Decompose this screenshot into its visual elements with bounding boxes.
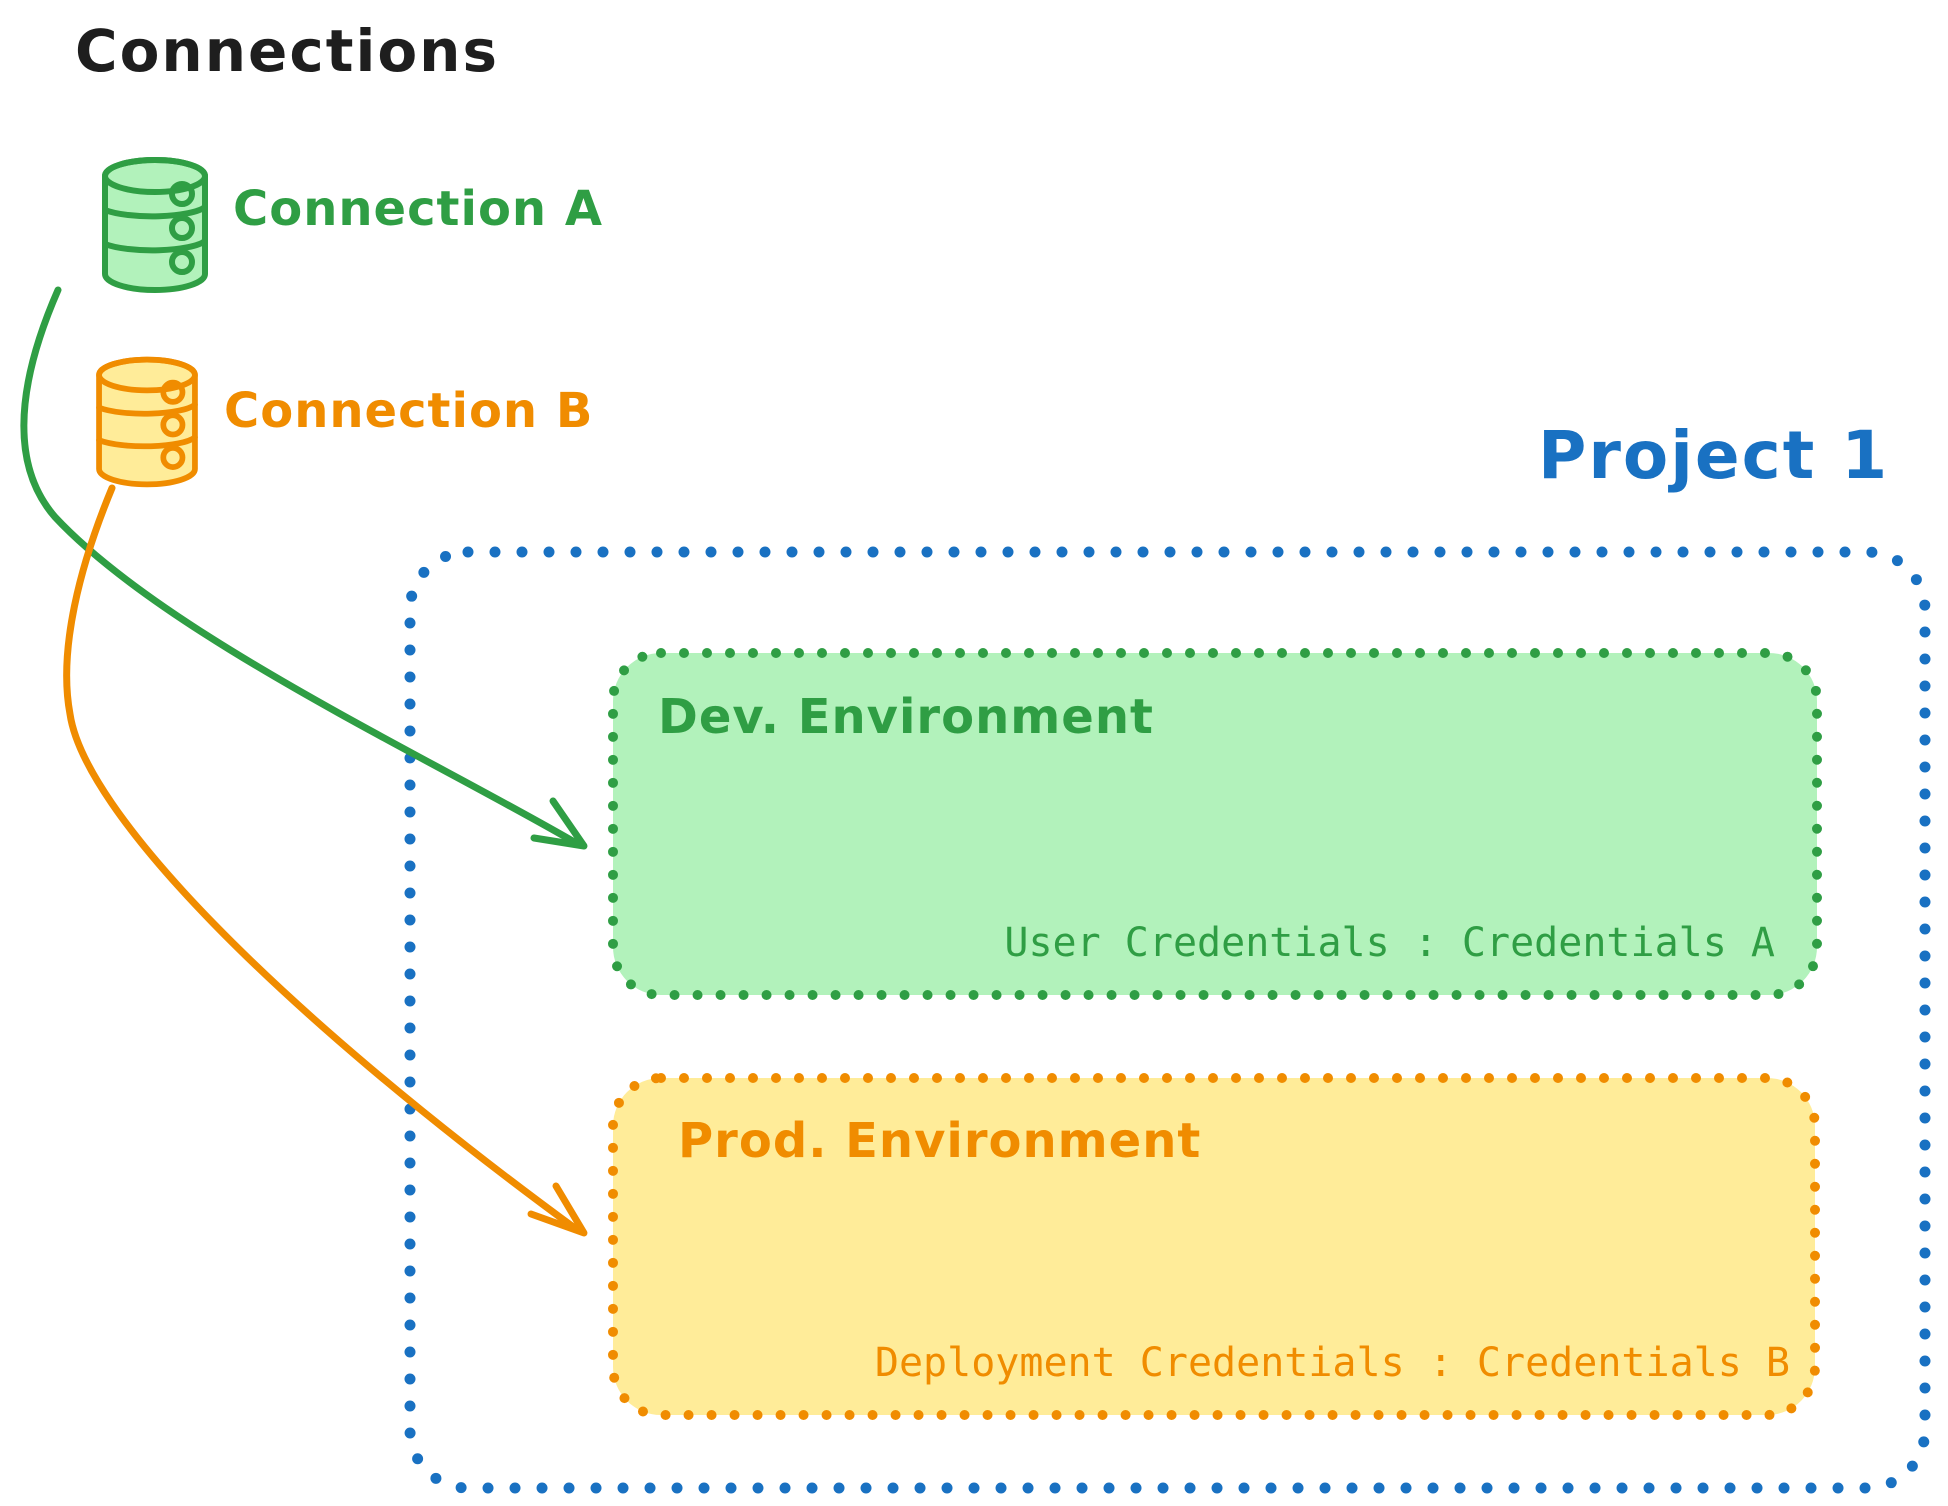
project-box	[404, 546, 1931, 1494]
prod-environment-title: Prod. Environment	[678, 1113, 1202, 1169]
database-icon	[102, 157, 208, 293]
connection-a-arrow	[20, 286, 580, 847]
database-icon	[96, 356, 198, 488]
dev-environment-credentials: User Credentials : Credentials A	[1004, 920, 1775, 966]
prod-environment-box	[608, 1073, 1820, 1420]
connection-b-arrowhead-icon	[527, 1182, 588, 1237]
connection-b-arrow	[63, 484, 580, 1233]
connections-title: Connections	[75, 17, 499, 85]
dev-environment-box	[608, 648, 1822, 1000]
connection-b-label: Connection B	[224, 383, 594, 439]
dev-environment-title: Dev. Environment	[658, 689, 1154, 745]
connection-a-arrowhead-icon	[530, 797, 588, 850]
project-title: Project 1	[1538, 417, 1890, 494]
connection-a-label: Connection A	[233, 181, 603, 237]
prod-environment-credentials: Deployment Credentials : Credentials B	[874, 1340, 1790, 1386]
